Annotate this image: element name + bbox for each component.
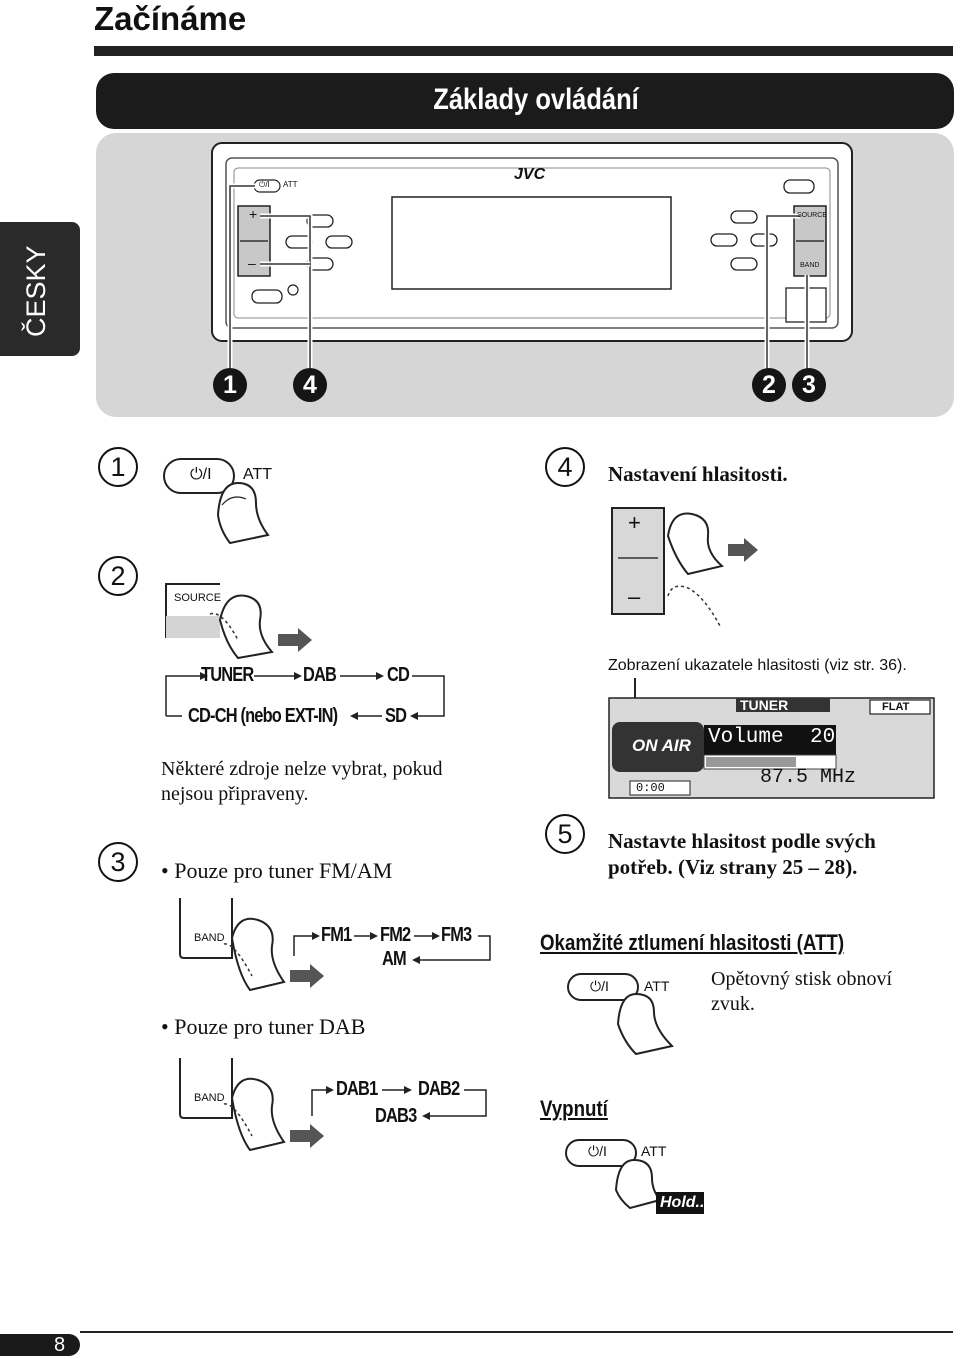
display-volume-label: Volume <box>708 726 784 749</box>
device-minus-label: – <box>248 255 256 271</box>
hand-press-source-icon <box>165 583 312 660</box>
title-rule <box>94 46 953 56</box>
device-plus-label: + <box>249 206 258 222</box>
att-att-label: ATT <box>644 978 670 994</box>
display-volume-value: 20 <box>810 726 836 749</box>
off-heading: Vypnutí <box>540 1096 608 1121</box>
step-3-bullet-dab: • Pouze pro tuner DAB <box>161 1014 366 1039</box>
step-4-plus-label: + <box>628 510 641 535</box>
language-tab: ČESKY <box>0 222 80 356</box>
hand-press-volume-icon <box>611 507 758 627</box>
hand-press-att-icon <box>567 973 674 1056</box>
band-dab2: DAB2 <box>418 1078 460 1100</box>
band-am: AM <box>382 948 407 970</box>
page-number-box <box>0 1334 80 1356</box>
step-3-bullet-fmam-text: Pouze pro tuner FM/AM <box>174 858 393 883</box>
band-dab3: DAB3 <box>375 1105 417 1127</box>
step-3-band-label-dab: BAND <box>194 1092 225 1104</box>
step-2-source-label: SOURCE <box>174 592 222 604</box>
device-power-label: ⏻/I <box>259 180 270 189</box>
footer-rule <box>80 1331 953 1333</box>
display-on-air: ON AIR <box>632 736 691 755</box>
step-4-number: 4 <box>545 447 585 487</box>
step-3-bullet-fmam: • Pouze pro tuner FM/AM <box>161 858 393 883</box>
device-illustration <box>211 142 853 370</box>
section-title: Základy ovládání <box>433 83 639 116</box>
att-power-label: ⏻/I <box>590 978 609 994</box>
step-5-text: Nastavte hlasitost podle svých potřeb. (… <box>608 829 876 879</box>
source-tuner: TUNER <box>201 664 254 686</box>
source-cd-ch: CD-CH (nebo EXT-IN) <box>188 705 338 727</box>
device-band-label: BAND <box>800 262 820 269</box>
att-heading: Okamžité ztlumení hlasitosti (ATT) <box>540 930 845 955</box>
step-4-note: Zobrazení ukazatele hlasitosti (viz str.… <box>608 657 907 674</box>
band-dab1: DAB1 <box>336 1078 378 1100</box>
source-dab: DAB <box>303 664 337 686</box>
off-power-label: ⏻/I <box>588 1143 607 1159</box>
callout-4: 4 <box>293 368 327 402</box>
device-att-label: ATT <box>283 180 298 189</box>
band-fm3: FM3 <box>441 924 472 946</box>
page-title: Začínáme <box>94 0 247 37</box>
section-banner: Základy ovládání <box>96 73 954 129</box>
source-sd: SD <box>385 705 407 727</box>
device-source-label: SOURCE <box>797 212 827 219</box>
callout-3: 3 <box>792 368 826 402</box>
step-2-number: 2 <box>98 556 138 596</box>
step-1-number: 1 <box>98 447 138 487</box>
hand-press-band-dab-icon <box>179 1058 487 1152</box>
callout-1: 1 <box>213 368 247 402</box>
step-1-power-label: ⏻/I <box>190 466 212 483</box>
volume-display-illustration <box>608 678 935 799</box>
display-frequency: 87.5 MHz <box>760 766 857 789</box>
band-fm1: FM1 <box>321 924 352 946</box>
att-note: Opětovný stisk obnoví zvuk. <box>711 968 893 1015</box>
display-tuner: TUNER <box>740 697 789 713</box>
page-number: 8 <box>54 1334 66 1356</box>
hold-label: Hold.... <box>660 1194 714 1211</box>
step-3-number: 3 <box>98 842 138 882</box>
step-3-band-label-fm: BAND <box>194 932 225 944</box>
source-cycle-diagram <box>165 672 445 720</box>
step-3-bullet-dab-text: Pouze pro tuner DAB <box>174 1014 366 1039</box>
hand-hold-power-icon <box>565 1139 704 1214</box>
hand-press-power-icon <box>163 458 270 545</box>
source-cd: CD <box>387 664 410 686</box>
brand-logo: JVC <box>514 166 546 183</box>
step-4-title: Nastavení hlasitosti. <box>608 462 788 486</box>
band-fm2: FM2 <box>380 924 411 946</box>
callout-2: 2 <box>752 368 786 402</box>
hand-press-band-fm-icon <box>179 898 491 992</box>
step-1-att-label: ATT <box>243 466 273 483</box>
display-flat: FLAT <box>882 701 910 713</box>
display-clock: 0:00 <box>636 781 665 795</box>
step-5-number: 5 <box>545 814 585 854</box>
step-2-note: Některé zdroje nelze vybrat, pokud nejso… <box>161 758 443 805</box>
step-4-minus-label: – <box>628 584 641 609</box>
off-att-label: ATT <box>641 1143 667 1159</box>
